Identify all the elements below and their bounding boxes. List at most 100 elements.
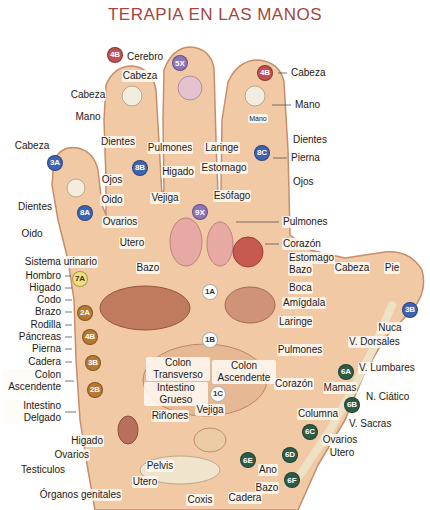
organ-label: Oido — [100, 194, 123, 206]
organ-label: Intestino Delgado — [2, 400, 62, 424]
leader-line — [278, 73, 287, 74]
organ-label: Pie — [384, 262, 400, 274]
callout-number: 6A — [341, 367, 351, 376]
organ-label: Dientes — [17, 201, 53, 213]
callout-number: 4B — [110, 50, 120, 59]
organ-label: Mamas — [323, 382, 358, 394]
organ-label: Ojos — [292, 176, 315, 188]
callout-number: 5X — [175, 59, 185, 68]
organ-label: Ovarios — [322, 434, 358, 446]
organ-label: Riñones — [151, 410, 190, 422]
point-marker: 4B — [107, 47, 123, 63]
callout-number: 2B — [90, 385, 100, 394]
lung-organ — [207, 222, 233, 266]
organ-label: Ovarios — [102, 216, 138, 228]
organ-label: Dientes — [100, 136, 136, 148]
callout-number: 3B — [88, 358, 98, 367]
organ-label: Utero — [329, 447, 355, 459]
callout-number: 8B — [135, 163, 145, 172]
liver-organ — [100, 286, 190, 330]
organ-label: Mano — [248, 114, 268, 123]
callout-number: 6D — [285, 450, 295, 459]
organ-label: Colon Ascendente — [212, 360, 276, 384]
leader-line — [265, 244, 279, 245]
organ-label: Pulmones — [282, 216, 328, 228]
callout-number: 6E — [243, 456, 253, 465]
heart-organ — [233, 237, 263, 267]
callout-number: 3B — [405, 305, 415, 314]
organ-label: Boca — [288, 282, 313, 294]
organ-label: Corazón — [282, 238, 322, 250]
organ-label: Cabeza — [70, 89, 106, 101]
organ-label: Cadera — [27, 356, 62, 368]
organ-label: Ojos — [101, 174, 124, 186]
leader-line — [65, 362, 72, 363]
brain-icon — [178, 76, 202, 100]
organ-label: Bazo — [288, 264, 313, 276]
callout-number: 6F — [287, 476, 296, 485]
point-marker: 9X — [192, 204, 208, 220]
organ-label: Colon Transverso — [146, 357, 210, 381]
point-marker: 1B — [202, 332, 218, 348]
organ-label: Ovarios — [54, 449, 90, 461]
point-marker: 4B — [82, 329, 98, 345]
leader-line — [65, 349, 72, 350]
point-marker: 6C — [302, 424, 318, 440]
point-marker: 6E — [240, 452, 256, 468]
point-marker: 2A — [77, 305, 93, 321]
callout-number: 3A — [50, 158, 60, 167]
leader-line — [272, 105, 291, 106]
leader-line — [65, 325, 72, 326]
organ-label: Oido — [20, 228, 43, 240]
organ-label: Cadera — [228, 492, 263, 504]
organ-label: Sistema urinario — [24, 256, 98, 268]
organ-label: Vejiga — [150, 192, 179, 204]
organ-label: Pierna — [31, 343, 62, 355]
organ-label: Testiculos — [20, 464, 66, 476]
point-marker: 6B — [344, 397, 360, 413]
organ-label: Colon Ascendente — [2, 369, 62, 393]
skull-icon — [122, 86, 142, 106]
organ-label: Mano — [294, 99, 321, 111]
organ-label: Cabeza — [334, 262, 370, 274]
organ-label: Cabeza — [14, 140, 50, 152]
callout-number: 7A — [75, 274, 85, 283]
organ-label: Codo — [36, 294, 62, 306]
point-marker: 1C — [210, 386, 226, 402]
organ-label: Ano — [258, 464, 278, 476]
organ-label: Utero — [132, 476, 158, 488]
skull-icon — [245, 86, 265, 106]
callout-number: 8C — [257, 148, 267, 157]
organ-label: Rodilla — [29, 319, 62, 331]
organ-label: Bazo — [136, 262, 161, 274]
leader-line — [236, 222, 279, 223]
organ-label: Órganos genitales — [39, 489, 122, 501]
organ-label: Amígdala — [282, 297, 326, 309]
point-marker: 2B — [87, 382, 103, 398]
callout-number: 8A — [80, 208, 90, 217]
organ-label: V. Lumbares — [358, 362, 416, 374]
organ-label: Higado — [28, 282, 62, 294]
organ-label: Pulmones — [277, 344, 323, 356]
point-marker: 1A — [202, 284, 218, 300]
organ-label: Hombro — [24, 270, 62, 282]
organ-label: Laringe — [278, 316, 313, 328]
organ-label: Mano — [74, 111, 101, 123]
leader-line — [65, 412, 76, 413]
callout-number: 6B — [347, 400, 357, 409]
leader-line — [65, 288, 72, 289]
point-marker: 8B — [132, 160, 148, 176]
leader-line — [273, 158, 287, 159]
organ-label: Estomago — [200, 162, 247, 174]
point-marker: 3A — [47, 155, 63, 171]
organ-label: Higado — [161, 166, 195, 178]
organ-label: Columna — [297, 408, 339, 420]
leader-line — [65, 300, 72, 301]
callout-number: 9X — [195, 208, 205, 217]
organ-label: Coxis — [186, 494, 213, 506]
organ-label: Laringe — [204, 142, 239, 154]
leader-line — [65, 276, 71, 277]
point-marker: 7A — [72, 271, 88, 287]
stomach-organ — [225, 287, 275, 323]
